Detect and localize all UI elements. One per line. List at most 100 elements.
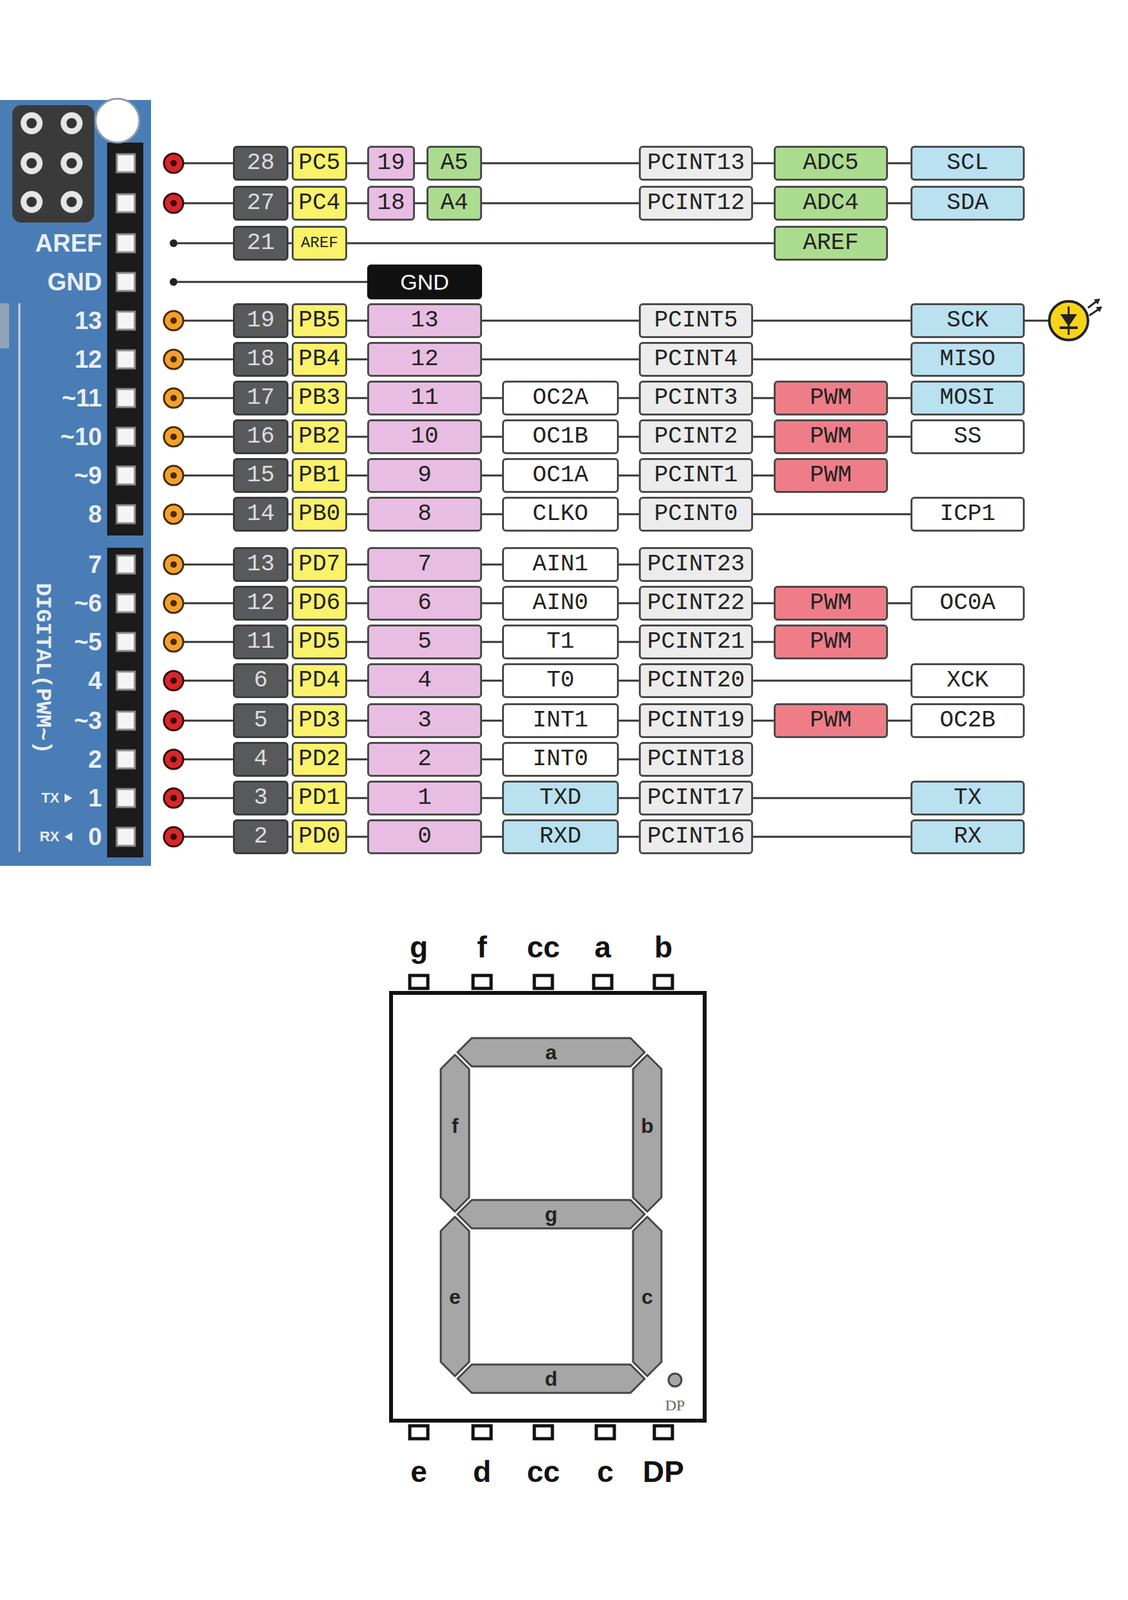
pin-label: 12 (74, 347, 102, 372)
box-text: 4 (417, 669, 432, 693)
box-text: SCK (946, 309, 989, 333)
function-box: INT1 (502, 703, 619, 739)
display-pin-label: e (410, 1457, 428, 1487)
box-text: GND (400, 271, 450, 293)
box-text: 8 (417, 502, 432, 526)
connector-line (618, 564, 639, 566)
box-text: PD7 (298, 553, 341, 577)
pin-label: ~11 (61, 385, 102, 411)
display-pin-label: c (596, 1457, 614, 1487)
board-panel (0, 100, 152, 867)
interrupt-box: PCINT1 (638, 458, 754, 494)
box-text: PCINT22 (647, 591, 745, 615)
box-text: PCINT17 (647, 786, 745, 810)
display-pin-label: f (476, 932, 487, 963)
serial-box: TXD (502, 780, 619, 816)
box-text: 4 (253, 747, 268, 772)
function-box: AIN0 (502, 585, 619, 621)
function-box: OC1B (502, 419, 619, 455)
connector-line (887, 720, 911, 723)
arduino-pin-box: 19 (367, 145, 415, 181)
box-text: OC0A (939, 591, 996, 615)
connector-line (482, 758, 503, 761)
connector-line (482, 436, 503, 439)
box-text: PC4 (298, 191, 341, 215)
box-text: 13 (246, 553, 275, 577)
port-pin-box: PD5 (291, 624, 348, 660)
function-box: CLKO (502, 496, 619, 532)
arduino-pin-box: 6 (367, 585, 483, 621)
box-text: TX (953, 786, 982, 810)
connector-line (347, 720, 368, 723)
box-text: MOSI (939, 386, 996, 410)
box-text: PCINT18 (647, 747, 745, 772)
connector-line (618, 436, 639, 439)
chip-pin-box: 5 (232, 703, 289, 739)
connector-line (753, 397, 774, 400)
pin-label: 2 (88, 747, 102, 772)
box-text: PCINT0 (654, 502, 739, 526)
box-text: T0 (546, 669, 575, 693)
connector-line (753, 358, 911, 361)
box-text: RX (953, 825, 982, 849)
connector-line (347, 513, 368, 516)
box-text: 19 (246, 309, 275, 333)
connector-line (753, 720, 774, 723)
interrupt-box: PCINT16 (638, 819, 754, 855)
connector-line (482, 397, 503, 400)
arduino-pin-box: 1 (367, 780, 483, 816)
pwm-box: PWM (773, 458, 888, 494)
arduino-pin-box: 4 (367, 663, 483, 699)
box-text: 9 (417, 463, 432, 488)
serial-box: RXD (502, 819, 619, 855)
display-pin-label: cc (526, 932, 560, 963)
port-pin-box: PD7 (291, 547, 348, 583)
connector-line (753, 436, 774, 439)
function-box: T0 (502, 663, 619, 699)
connector-line (347, 242, 774, 245)
arduino-pin-box: 2 (367, 742, 483, 777)
box-text: PB2 (298, 425, 341, 449)
box-text: A5 (440, 151, 468, 175)
connector-line (347, 602, 368, 605)
segment-label: g (544, 1204, 558, 1225)
connector-line (753, 320, 911, 323)
icsp-header (12, 105, 95, 223)
box-text: 10 (410, 425, 439, 449)
box-text: PCINT1 (654, 463, 739, 488)
pwm-box: PWM (773, 624, 888, 660)
segment-label: f (451, 1115, 459, 1137)
arduino-pin-box: 9 (367, 458, 483, 494)
box-text: 12 (246, 591, 275, 615)
interrupt-box: PCINT23 (638, 547, 754, 583)
box-text: 15 (246, 463, 275, 488)
box-text: 2 (417, 747, 432, 772)
box-text: PD6 (298, 591, 341, 615)
interrupt-box: PCINT17 (638, 780, 754, 816)
connector-line (618, 474, 639, 477)
function-box: ICP1 (910, 496, 1025, 532)
pin-label: 0 (88, 824, 102, 850)
analog-box: ADC5 (773, 145, 888, 181)
interrupt-box: PCINT3 (638, 380, 754, 416)
display-pin-label: g (409, 932, 428, 963)
box-text: 5 (417, 630, 432, 654)
header-title: DIGITAL(PWM~) (31, 582, 54, 754)
interrupt-box: PCINT20 (638, 663, 754, 699)
arduino-pin-box: 8 (367, 496, 483, 532)
port-pin-box: PB0 (291, 496, 348, 532)
box-text: AREF (802, 231, 859, 255)
box-text: PWM (809, 709, 852, 733)
box-text: XCK (946, 669, 989, 693)
segment-label: e (449, 1286, 461, 1308)
chip-pin-box: 12 (232, 585, 289, 621)
connector-line (753, 513, 911, 516)
connector-line (347, 397, 368, 400)
connector-line (347, 474, 368, 477)
box-text: PD2 (298, 747, 341, 772)
connector-line (618, 758, 639, 761)
port-pin-box: PD1 (291, 780, 348, 816)
function-box: OC2B (910, 703, 1025, 739)
display-pin-label: DP (642, 1457, 685, 1487)
box-text: PD1 (298, 786, 341, 810)
